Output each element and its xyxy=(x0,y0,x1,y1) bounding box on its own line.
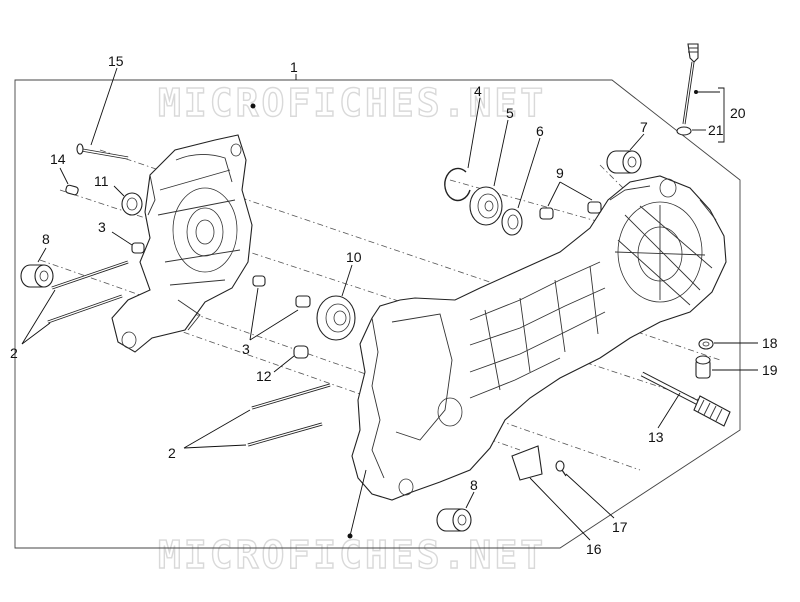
dot-bottom xyxy=(347,533,353,539)
leader-17 xyxy=(565,473,615,519)
callout-2a: 2 xyxy=(10,345,18,361)
bearing-5 xyxy=(469,186,503,226)
leader-15 xyxy=(90,67,118,146)
callout-8a: 8 xyxy=(42,231,50,247)
leader-10 xyxy=(341,264,353,297)
callout-13: 13 xyxy=(648,429,664,445)
shaft-13 xyxy=(640,371,731,427)
silent-block-8-left xyxy=(20,264,54,288)
leader-2a-2 xyxy=(21,322,51,345)
callout-labels: 1 2 2 3 3 4 5 6 7 8 8 9 10 11 12 13 14 1… xyxy=(10,53,778,557)
leader-5 xyxy=(493,119,509,187)
leader-6 xyxy=(517,137,541,209)
leader-3b-2 xyxy=(249,309,299,341)
leader-8a xyxy=(37,247,47,263)
callout-15: 15 xyxy=(108,53,124,69)
silent-block-8-right xyxy=(436,508,472,532)
leader-9-2 xyxy=(559,181,593,201)
right-crankcase-half xyxy=(351,175,727,501)
dowels-9 xyxy=(539,201,602,220)
plug-19 xyxy=(695,355,711,379)
oil-seal-6 xyxy=(501,208,523,236)
leader-2a-1 xyxy=(21,289,56,345)
callout-8b: 8 xyxy=(470,477,478,493)
dot-top xyxy=(250,103,256,109)
callout-1: 1 xyxy=(290,59,298,75)
bracket-20 xyxy=(718,87,725,143)
callout-16: 16 xyxy=(586,541,602,557)
bearing-10 xyxy=(316,295,356,341)
callout-5: 5 xyxy=(506,105,514,121)
callout-14: 14 xyxy=(50,151,66,167)
leader-7 xyxy=(629,133,645,151)
callout-20: 20 xyxy=(730,105,746,121)
leader-2b-2 xyxy=(183,444,247,449)
plate-16 xyxy=(511,445,543,481)
callout-10: 10 xyxy=(346,249,362,265)
callout-4: 4 xyxy=(474,83,482,99)
leader-16 xyxy=(529,477,591,541)
bolt-15 xyxy=(76,143,129,160)
dowel-12 xyxy=(293,345,309,359)
leader-14 xyxy=(59,167,69,185)
callout-21: 21 xyxy=(708,122,724,138)
watermark-top: MICROFICHES.NET xyxy=(158,81,546,125)
leader-4 xyxy=(467,97,481,169)
callout-9: 9 xyxy=(556,165,564,181)
leader-11 xyxy=(113,185,125,197)
callout-11: 11 xyxy=(94,173,109,189)
leader-12 xyxy=(273,355,295,373)
leader-1-dot-bottom xyxy=(349,469,367,537)
silent-block-7 xyxy=(606,150,642,174)
callout-7: 7 xyxy=(640,119,648,135)
screw-17 xyxy=(555,460,567,477)
callout-18: 18 xyxy=(762,335,778,351)
callout-6: 6 xyxy=(536,123,544,139)
oil-seal-11 xyxy=(121,192,143,216)
dowels-3-lower xyxy=(252,275,311,308)
dipstick-20 xyxy=(682,43,699,125)
left-crankcase-half xyxy=(111,134,253,353)
leader-2b-1 xyxy=(183,409,251,449)
callout-2b: 2 xyxy=(168,445,176,461)
assembly-frame xyxy=(14,79,741,549)
washer-18 xyxy=(698,338,714,350)
leader-9-1 xyxy=(547,181,561,207)
dowel-3-upper xyxy=(131,242,145,254)
callout-3b: 3 xyxy=(242,341,250,357)
callout-3a: 3 xyxy=(98,219,106,235)
studs-2-lower xyxy=(247,383,331,447)
callout-12: 12 xyxy=(256,368,272,384)
callout-19: 19 xyxy=(762,362,778,378)
leader-3b-1 xyxy=(249,287,259,341)
studs-2-left xyxy=(47,260,129,324)
o-ring-21 xyxy=(676,126,692,136)
callout-17: 17 xyxy=(612,519,628,535)
leader-13 xyxy=(657,392,681,429)
leader-8b xyxy=(465,491,475,509)
watermark-bottom: MICROFICHES.NET xyxy=(158,533,546,577)
leader-3a xyxy=(111,231,133,246)
dot-20 xyxy=(694,90,698,94)
circlip-4 xyxy=(444,167,471,202)
dowel-14 xyxy=(65,184,79,196)
